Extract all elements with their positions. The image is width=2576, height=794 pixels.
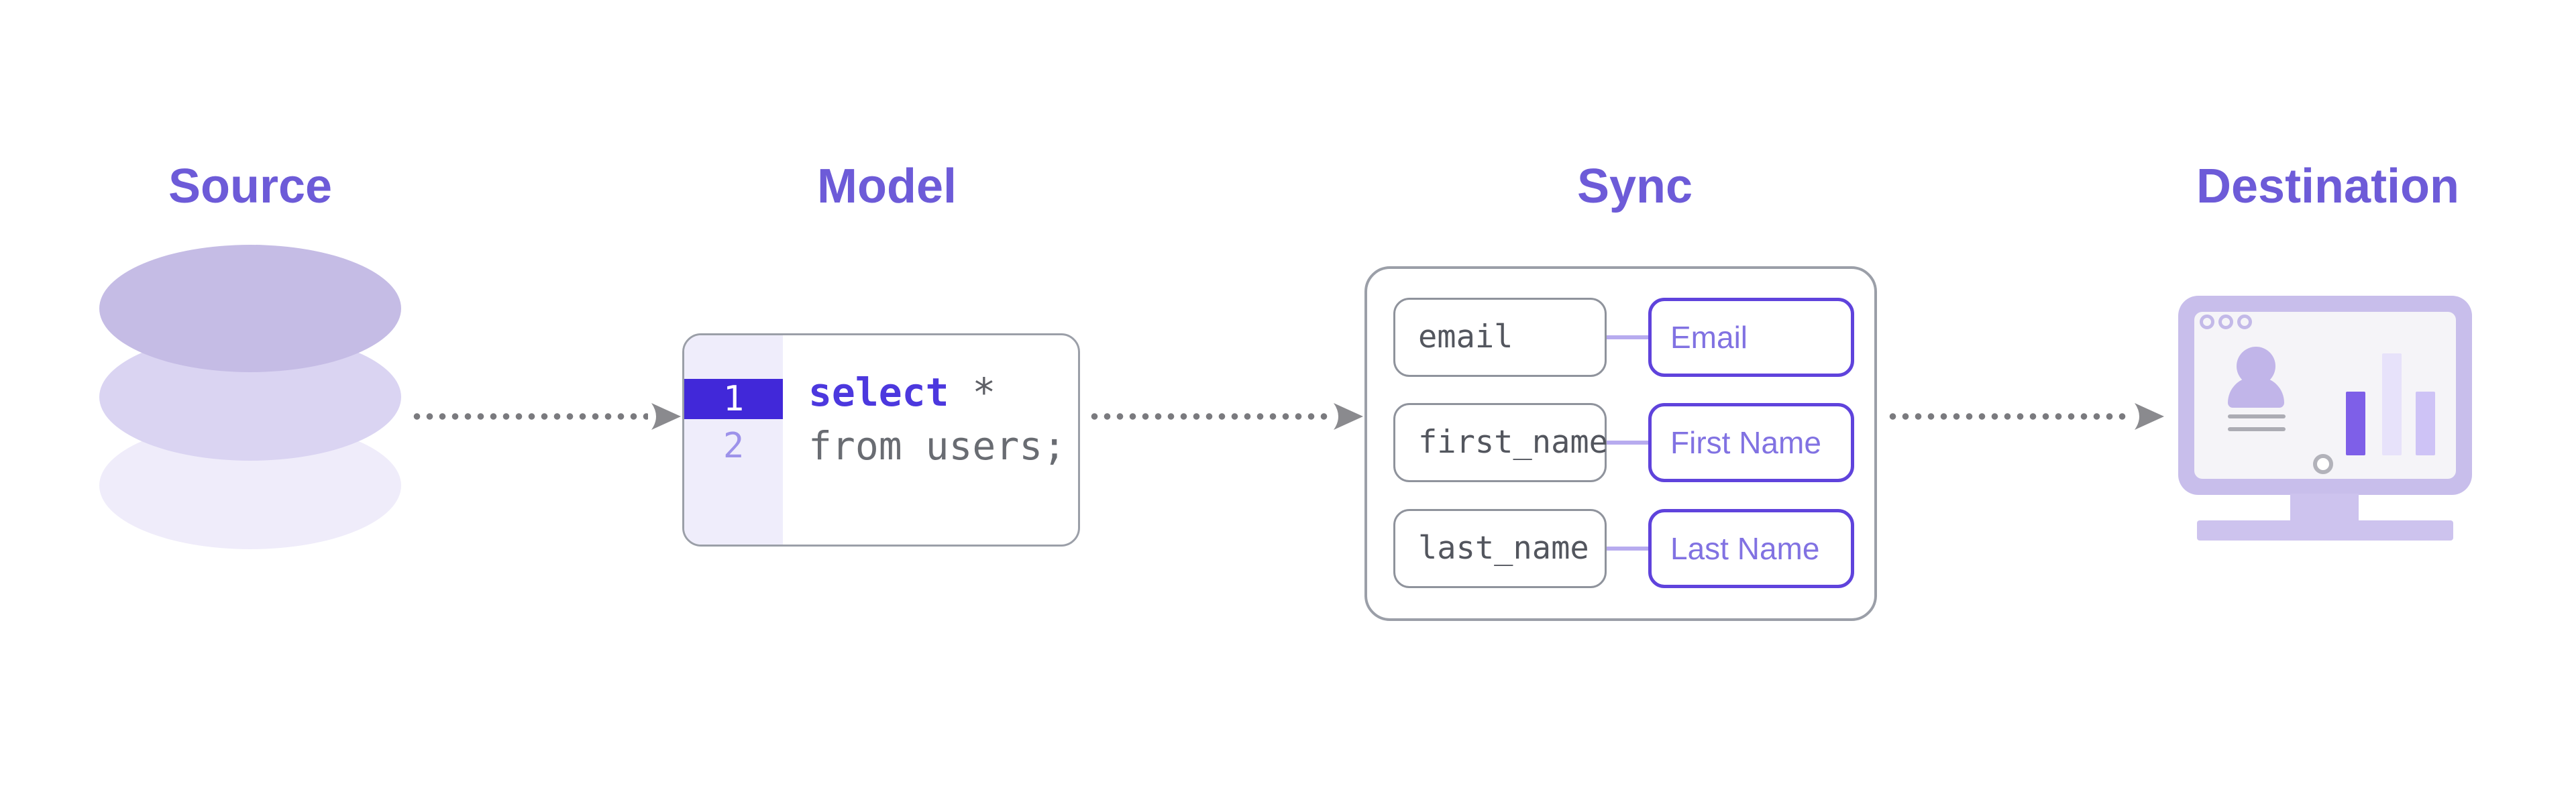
stage-title-sync: Sync <box>1576 160 1693 213</box>
dotted-connector-model-sync <box>1088 413 1330 420</box>
database-disk-top <box>99 245 401 372</box>
active-line-highlight <box>684 379 783 419</box>
source-field-box: last_name <box>1393 509 1607 588</box>
bar-chart-icon-bar <box>2382 353 2402 455</box>
stage-title-source: Source <box>168 160 333 213</box>
field-mapping-panel: email Email first_name First Name last_n… <box>1364 266 1877 621</box>
window-dot-icon <box>2218 315 2233 329</box>
monitor-base <box>2197 520 2453 541</box>
destination-field-box: Email <box>1648 298 1854 377</box>
mapping-row: first_name First Name <box>1367 403 1874 482</box>
dotted-connector-source-model <box>411 413 648 420</box>
dotted-connector-sync-destination <box>1886 413 2131 420</box>
bar-chart-icon-bar <box>2416 392 2435 455</box>
arrowhead-icon <box>651 403 681 430</box>
text-line-decoration <box>2228 427 2286 431</box>
bar-chart-icon-bar <box>2346 392 2365 455</box>
mapping-connector-line <box>1607 547 1648 551</box>
line-number-2: 2 <box>722 426 745 466</box>
monitor-stand <box>2290 494 2359 520</box>
destination-field-box: First Name <box>1648 403 1854 482</box>
code-gutter <box>684 335 783 545</box>
monitor-button-icon <box>2313 454 2333 474</box>
line-number-1: 1 <box>722 379 745 419</box>
mapping-row: email Email <box>1367 298 1874 377</box>
window-dot-icon <box>2200 315 2214 329</box>
code-line-2: from users; <box>808 423 1067 469</box>
text-line-decoration <box>2228 414 2286 418</box>
mapping-connector-line <box>1607 335 1648 339</box>
code-line-1: select * <box>808 365 996 419</box>
source-field-box: email <box>1393 298 1607 377</box>
stage-title-destination: Destination <box>2196 160 2460 213</box>
sql-keyword: select <box>808 370 949 415</box>
sql-model-code-box: 1 2 select * from users; <box>682 333 1080 547</box>
destination-field-box: Last Name <box>1648 509 1854 588</box>
stage-title-model: Model <box>817 160 957 213</box>
sql-line1-rest: * <box>949 370 996 415</box>
mapping-row: last_name Last Name <box>1367 509 1874 588</box>
window-dot-icon <box>2237 315 2252 329</box>
arrowhead-icon <box>1334 403 1363 430</box>
arrowhead-icon <box>2135 403 2164 430</box>
mapping-connector-line <box>1607 441 1648 445</box>
source-field-box: first_name <box>1393 403 1608 482</box>
